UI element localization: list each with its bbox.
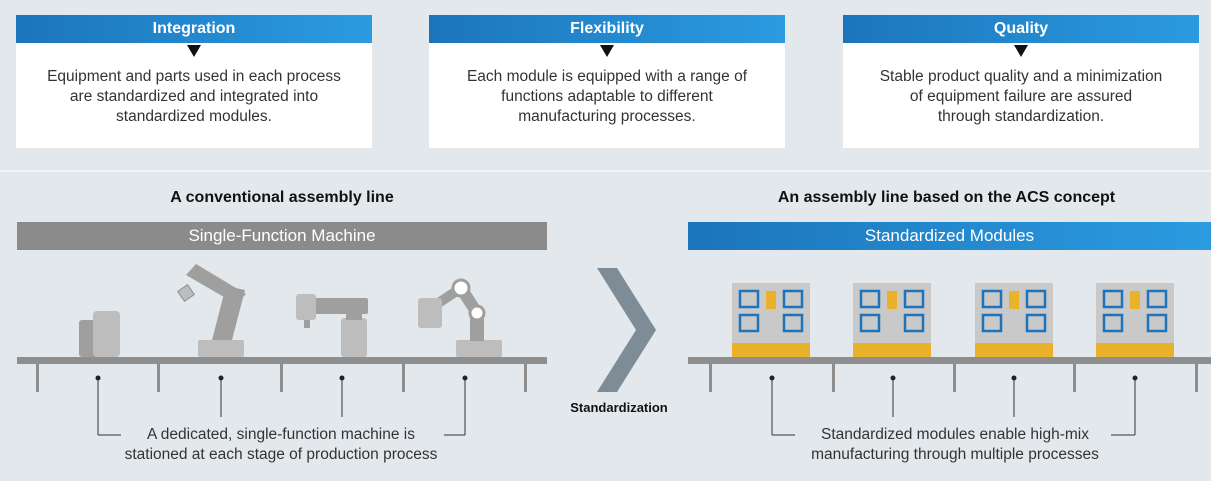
card-title: Integration (16, 15, 372, 43)
card-integration: Integration Equipment and parts used in … (16, 15, 372, 148)
single-function-machine-bar: Single-Function Machine (17, 222, 547, 250)
machine-icon (79, 311, 120, 357)
conventional-conveyor (17, 357, 547, 392)
down-arrow-icon (187, 45, 201, 57)
standardized-module-icon (975, 283, 1053, 357)
card-text-line: Equipment and parts used in each process (47, 68, 341, 85)
conventional-callout-lines (97, 380, 466, 436)
card-text-line: Stable product quality and a minimizatio… (879, 68, 1163, 85)
card-quality: Quality Stable product quality and a min… (843, 15, 1199, 148)
note-line: Standardized modules enable high-mix (821, 426, 1089, 443)
acs-callout-lines (771, 380, 1136, 436)
acs-note: Standardized modules enable high-mix man… (752, 425, 1158, 465)
standardized-modules-bar: Standardized Modules (688, 222, 1211, 250)
card-text: Equipment and parts used in each process… (16, 67, 372, 127)
conventional-callout-dots (95, 375, 468, 381)
note-line: A dedicated, single-function machine is (147, 426, 415, 443)
note-line: stationed at each stage of production pr… (124, 446, 438, 463)
card-text-line: are standardized and integrated into (69, 88, 319, 105)
conventional-line-title: A conventional assembly line (170, 189, 394, 206)
card-title: Quality (843, 15, 1199, 43)
card-text-line: functions adaptable to different (501, 88, 713, 105)
acs-callout-dots (769, 375, 1138, 381)
card-title: Flexibility (429, 15, 785, 43)
note-line: manufacturing through multiple processes (811, 446, 1099, 463)
standardization-label: Standardization (570, 400, 668, 415)
card-text: Each module is equipped with a range of … (429, 67, 785, 127)
card-flexibility: Flexibility Each module is equipped with… (429, 15, 785, 148)
card-text-line: through standardization. (937, 108, 1105, 125)
conventional-note: A dedicated, single-function machine is … (78, 425, 484, 465)
standardized-module-icon (853, 283, 931, 357)
chevron-right-icon (597, 268, 656, 392)
card-text-line: standardized modules. (116, 108, 272, 125)
acs-line-title: An assembly line based on the ACS concep… (777, 189, 1116, 206)
card-text: Stable product quality and a minimizatio… (843, 67, 1199, 127)
robot-arm-icon (176, 264, 246, 357)
standardized-module-icon (1096, 283, 1174, 357)
down-arrow-icon (1014, 45, 1028, 57)
down-arrow-icon (600, 45, 614, 57)
acs-conveyor (688, 357, 1211, 392)
standardized-module-icon (732, 283, 810, 357)
gantry-machine-icon (296, 294, 368, 357)
articulated-robot-icon (418, 278, 502, 357)
card-text-line: of equipment failure are assured (909, 88, 1133, 105)
section-divider (0, 170, 1211, 172)
card-text-line: manufacturing processes. (518, 108, 696, 125)
card-text-line: Each module is equipped with a range of (466, 68, 748, 85)
